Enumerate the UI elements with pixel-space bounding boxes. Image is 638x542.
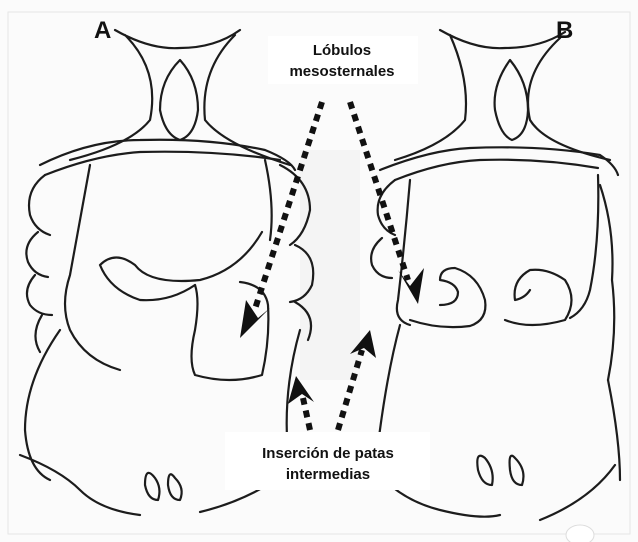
legs-callout-line1: Inserción de patas [262, 445, 394, 462]
paper-shading [300, 150, 360, 380]
lobes-callout-line1: Lóbulos [313, 42, 371, 59]
panel-label-b: B [556, 17, 573, 44]
corner-blob [566, 525, 594, 542]
legs-callout-line2: intermedias [286, 466, 370, 483]
panel-label-a: A [94, 17, 111, 44]
lobes-callout-line2: mesosternales [289, 63, 394, 80]
